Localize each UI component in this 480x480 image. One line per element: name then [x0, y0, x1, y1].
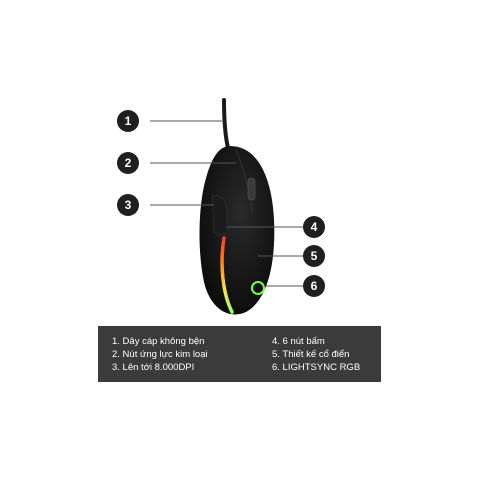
feature-legend: 1. Dây cáp không bện 2. Nút ứng lực kim …	[98, 326, 381, 382]
legend-item: 4. 6 nút bấm	[272, 336, 325, 347]
legend-item: 1. Dây cáp không bện	[112, 336, 205, 347]
legend-item: 3. Lên tới 8.000DPI	[112, 362, 195, 373]
mouse-side-panel	[211, 194, 229, 236]
logo-mark	[251, 281, 265, 295]
callout-badge-2: 2	[117, 152, 139, 174]
callout-badge-4: 4	[303, 216, 325, 238]
legend-item: 2. Nút ứng lực kim loại	[112, 349, 208, 360]
legend-item: 6. LIGHTSYNC RGB	[272, 362, 361, 373]
mouse-button-seam	[235, 149, 253, 213]
legend-column-left: 1. Dây cáp không bện 2. Nút ứng lực kim …	[112, 335, 208, 374]
rgb-light-strip	[220, 236, 234, 314]
legend-item: 5. Thiết kế cổ điển	[272, 349, 350, 360]
callout-badge-1: 1	[117, 110, 139, 132]
callout-badge-6: 6	[303, 275, 325, 297]
legend-column-right: 4. 6 nút bấm 5. Thiết kế cổ điển 6. LIGH…	[272, 335, 360, 374]
mouse-cable	[222, 98, 230, 150]
callout-badge-3: 3	[117, 194, 139, 216]
mouse-scroll-wheel	[247, 177, 256, 201]
mouse-body	[199, 146, 275, 315]
callout-badge-5: 5	[303, 245, 325, 267]
